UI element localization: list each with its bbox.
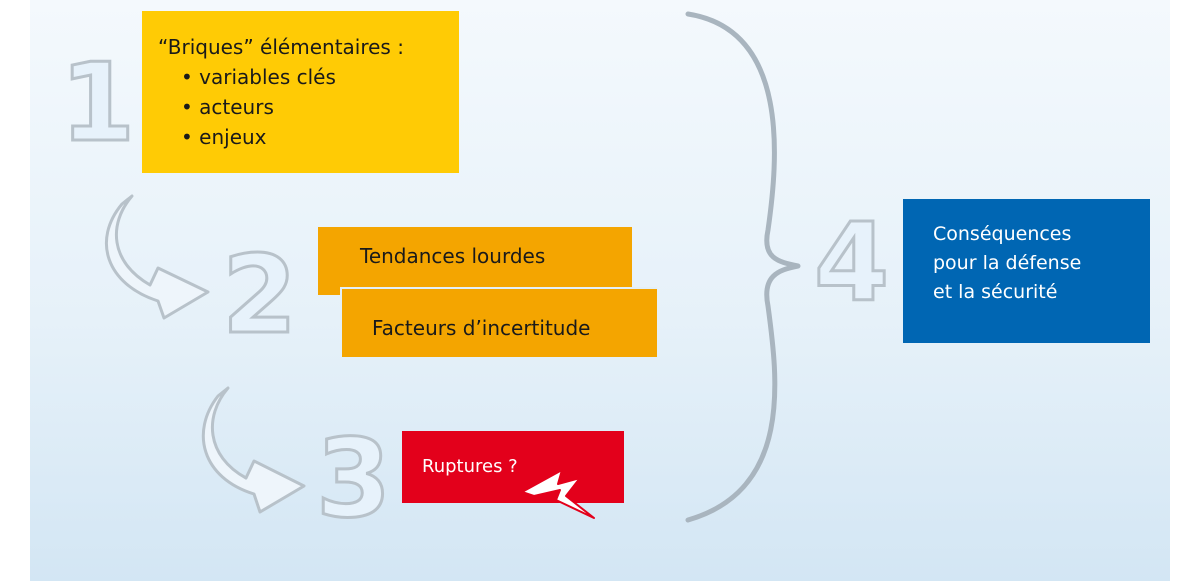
heavy-trends-box: Tendances lourdes	[318, 227, 632, 295]
consequences-box: Conséquences pour la défense et la sécur…	[903, 199, 1150, 343]
building-blocks-box: “Briques” élémentaires : • variables clé…	[142, 11, 459, 173]
list-item: • acteurs	[181, 95, 274, 119]
curved-arrow-icon	[201, 386, 306, 514]
step-number-2: 2	[222, 233, 297, 358]
step-number-4: 4	[814, 201, 889, 326]
building-blocks-title: “Briques” élémentaires :	[158, 35, 404, 59]
list-item: • variables clés	[181, 65, 336, 89]
curly-brace-icon	[685, 11, 801, 523]
consequences-line: et la sécurité	[933, 281, 1058, 303]
curved-arrow-icon	[105, 194, 210, 320]
ruptures-box: Ruptures ?	[402, 431, 624, 503]
step-number-1: 1	[60, 41, 135, 166]
uncertainty-factors-label: Facteurs d’incertitude	[372, 316, 591, 340]
list-item: • enjeux	[181, 125, 267, 149]
consequences-line: pour la défense	[933, 252, 1082, 274]
step-number-3: 3	[316, 417, 391, 542]
uncertainty-factors-box: Facteurs d’incertitude	[340, 287, 657, 357]
ruptures-label: Ruptures ?	[422, 456, 518, 477]
heavy-trends-label: Tendances lourdes	[360, 244, 546, 268]
consequences-line: Conséquences	[933, 223, 1072, 245]
